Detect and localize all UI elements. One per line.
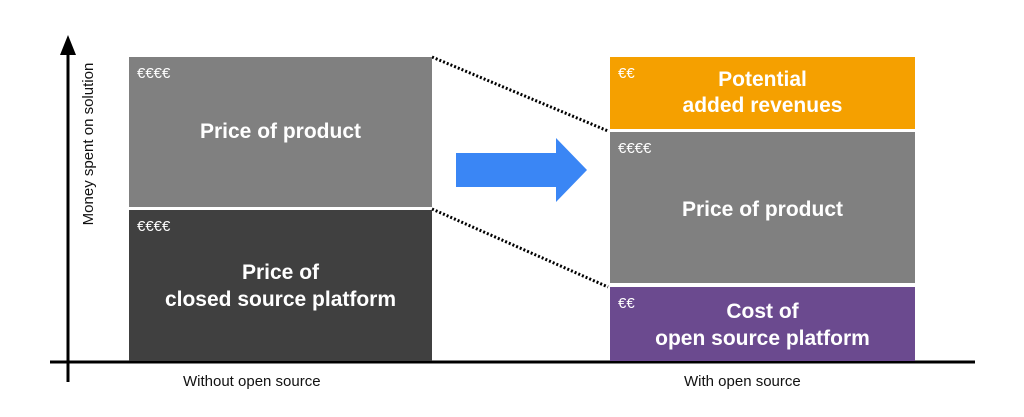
currency-label: €€ <box>618 65 635 82</box>
right-revenues-block: €€ Potential added revenues <box>610 57 915 129</box>
block-label-line1: Cost of <box>726 300 799 323</box>
block-label: Price of product <box>199 120 362 143</box>
connector-top <box>431 55 609 133</box>
block-label: Price of product <box>681 198 844 221</box>
left-product-block: €€€€ Price of product <box>129 57 432 207</box>
connector-bottom <box>431 207 609 289</box>
left-platform-block: €€€€ Price of closed source platform <box>129 210 432 361</box>
currency-label: €€€€ <box>137 65 171 82</box>
right-product-block: €€€€ Price of product <box>610 132 915 283</box>
block-label-line2: closed source platform <box>164 288 397 311</box>
y-axis-label: Money spent on solution <box>80 62 97 226</box>
y-axis-arrowhead <box>60 35 76 55</box>
right-caption: With open source <box>684 373 801 390</box>
currency-label: €€ <box>618 295 635 312</box>
block-label-line1: Price of <box>241 261 320 284</box>
block-label-line1: Potential <box>718 68 807 91</box>
left-caption: Without open source <box>183 373 321 390</box>
block-label-line2: added revenues <box>682 94 843 117</box>
right-arrow-icon <box>456 138 587 202</box>
block-label-line2: open source platform <box>655 327 870 350</box>
currency-label: €€€€ <box>618 140 652 157</box>
currency-label: €€€€ <box>137 218 171 235</box>
right-platform-block: €€ Cost of open source platform <box>610 287 915 361</box>
